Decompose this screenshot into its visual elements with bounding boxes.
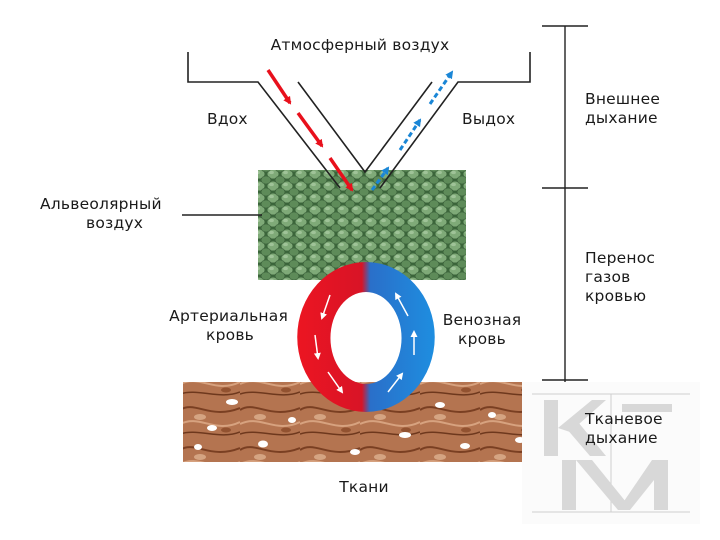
arterial-blood-label-line1: Артериальная: [169, 307, 288, 325]
arterial-flow-arrow: [327, 371, 344, 394]
exhale-label: Выдох: [462, 110, 516, 128]
stage-label-line: кровью: [585, 287, 647, 305]
km-logo-icon: [532, 393, 690, 513]
venous-flow-arrow: [387, 372, 404, 393]
alveolar-tissue: [258, 170, 466, 280]
blood-circulation-ring: [297, 262, 435, 412]
stage-external-respiration: Внешнее дыхание: [585, 90, 660, 128]
tissue-cells: [194, 392, 534, 455]
atmospheric-air-label: Атмосферный воздух: [270, 36, 450, 54]
venous-blood-label: Венозная кровь: [428, 311, 536, 349]
stage-label-line: дыхание: [585, 109, 658, 127]
stage-label-line: Перенос: [585, 249, 656, 267]
arterial-blood-label-line2: кровь: [206, 326, 254, 344]
stage-label-line: дыхание: [585, 429, 658, 447]
km-logo-watermark: [522, 382, 700, 524]
alveolar-air-label: Альвеолярный воздух: [40, 195, 162, 233]
venous-flow-arrow: [395, 292, 409, 317]
venous-blood-label-line2: кровь: [458, 330, 506, 348]
arterial-flow-arrow: [313, 334, 321, 360]
airway-lines: [187, 52, 531, 189]
stage-label-line: Тканевое: [585, 410, 663, 428]
stage-label-line: газов: [585, 268, 631, 286]
stage-gas-transport: Перенос газов кровью: [585, 249, 655, 306]
venous-blood-label-line1: Венозная: [442, 311, 522, 329]
arterial-blood-label: Артериальная кровь: [120, 307, 288, 345]
alveolar-air-label-line2: воздух: [86, 214, 144, 232]
exhale-arrows: [370, 70, 454, 191]
tissues-label: Ткани: [339, 478, 389, 496]
inhale-arrows: [266, 69, 354, 192]
body-tissue: [183, 382, 545, 462]
arterial-flow-arrow: [320, 294, 331, 320]
stage-tissue-respiration: Тканевое дыхание: [585, 410, 663, 448]
inhale-label: Вдох: [207, 110, 248, 128]
stage-label-line: Внешнее: [585, 90, 661, 108]
alveolar-air-label-line1: Альвеолярный: [40, 195, 162, 213]
